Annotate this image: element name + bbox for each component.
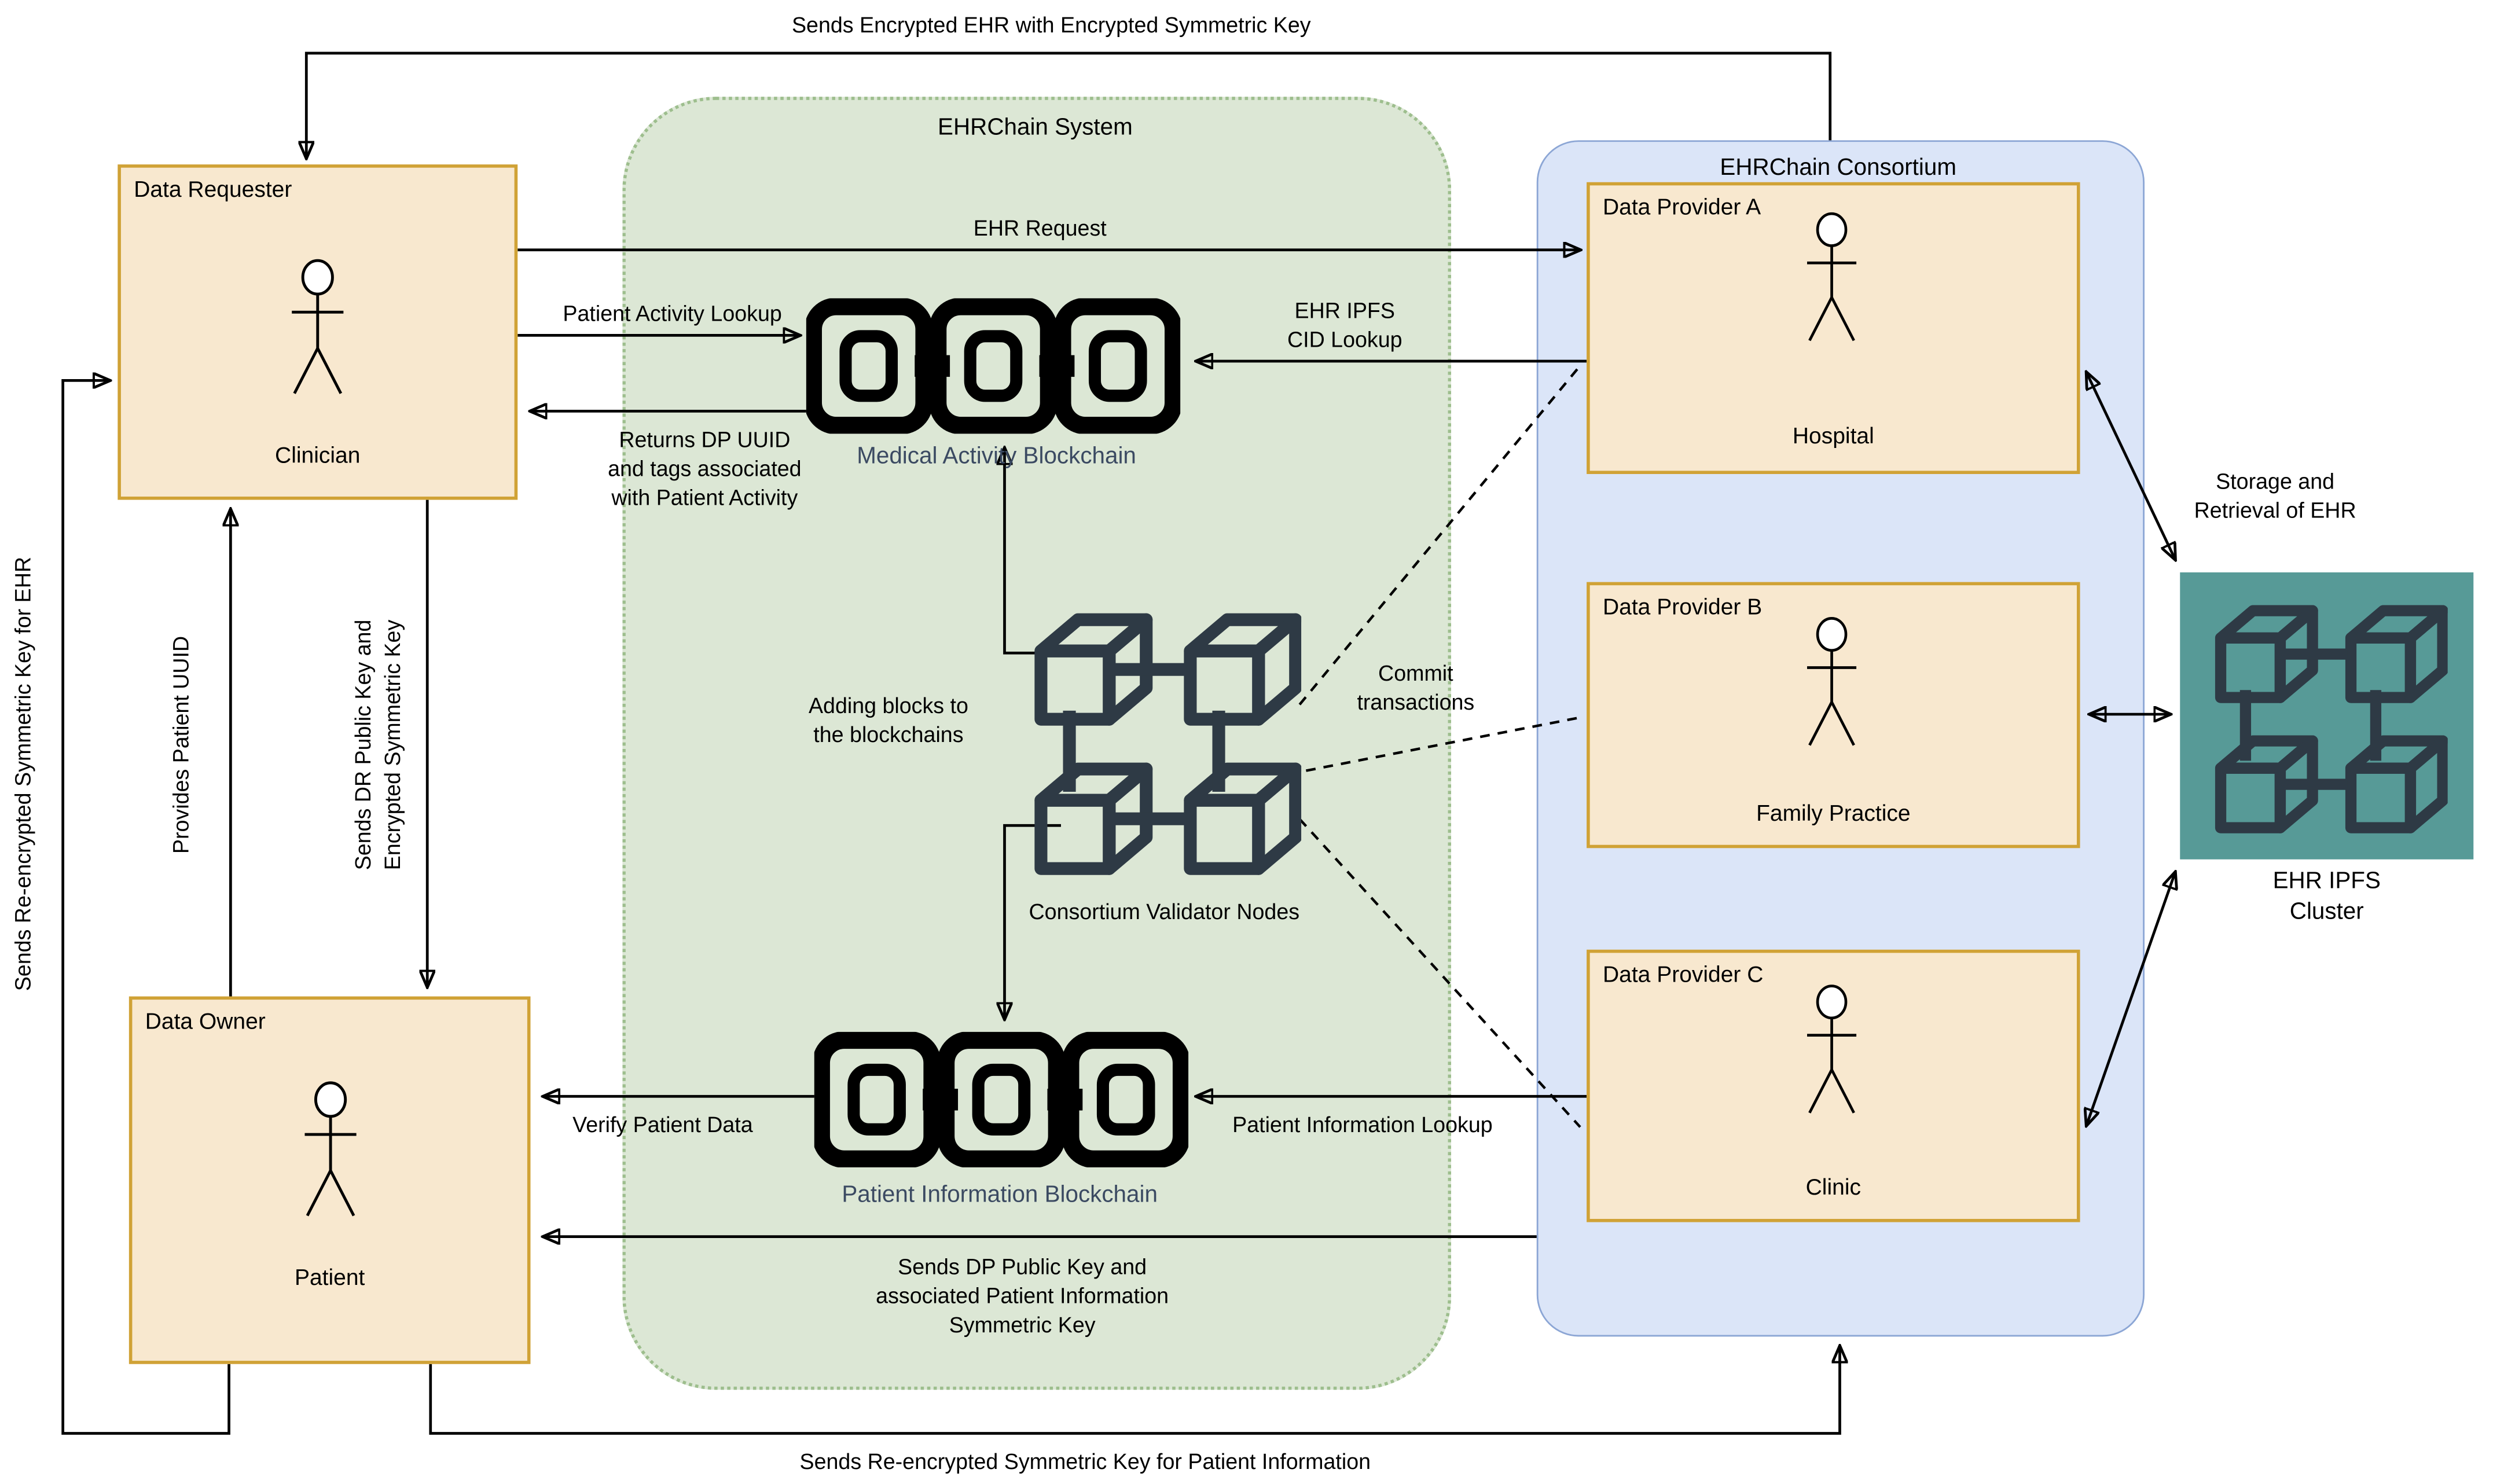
provides-patient-uuid-label: Provides Patient UUID — [169, 636, 193, 854]
patient-activity-lookup-label: Patient Activity Lookup — [563, 302, 782, 326]
arrow-sends-reencrypted-patient-info — [429, 1346, 1840, 1435]
medical-activity-blockchain-caption: Medical Activity Blockchain — [857, 444, 1136, 470]
dashed-commit-provider-b — [1305, 716, 1581, 772]
arrow-sends-reencrypted-ehr — [61, 380, 230, 1435]
bottom-flow-label: Sends Re-encrypted Symmetric Key for Pat… — [799, 1449, 1371, 1474]
data-provider-b-title: Data Provider B — [1602, 593, 1763, 619]
data-requester-role: Clinician — [275, 442, 361, 468]
sends-reencrypted-ehr-label: Sends Re-encrypted Symmetric Key for EHR — [11, 556, 35, 991]
medical-activity-blockchain-icon — [806, 298, 1180, 434]
dashed-commit-provider-a — [1298, 366, 1580, 706]
clinic-stick-figure-icon — [1794, 983, 1868, 1119]
data-owner-box: Data Owner Patient — [128, 996, 531, 1364]
data-provider-c-role: Clinic — [1805, 1173, 1862, 1200]
patient-information-blockchain-icon — [814, 1032, 1188, 1167]
arrow-provider-a-ipfs — [2087, 372, 2175, 559]
commit-transactions-label: Commit transactions — [1357, 661, 1475, 715]
data-owner-role: Patient — [294, 1263, 365, 1290]
data-provider-a-role: Hospital — [1792, 422, 1874, 449]
data-provider-b-role: Family Practice — [1756, 799, 1911, 826]
consortium-validator-nodes-icon — [1024, 600, 1301, 877]
data-requester-title: Data Requester — [134, 175, 292, 202]
arrow-provider-c-ipfs — [2087, 872, 2175, 1125]
consortium-validator-nodes-caption: Consortium Validator Nodes — [1029, 899, 1300, 924]
returns-dp-uuid-label: Returns DP UUID and tags associated with… — [608, 427, 802, 510]
sends-dr-key-label: Sends DR Public Key and Encrypted Symmet… — [351, 619, 405, 870]
sends-dp-key-label: Sends DP Public Key and associated Patie… — [876, 1255, 1169, 1337]
patient-information-lookup-label: Patient Information Lookup — [1232, 1112, 1493, 1137]
storage-retrieval-label: Storage and Retrieval of EHR — [2194, 469, 2356, 523]
verify-patient-data-label: Verify Patient Data — [572, 1112, 753, 1137]
ehr-ipfs-cid-lookup-label: EHR IPFS CID Lookup — [1287, 298, 1402, 352]
adding-blocks-label: Adding blocks to the blockchains — [808, 693, 968, 747]
data-provider-c-title: Data Provider C — [1602, 961, 1764, 987]
ehr-request-label: EHR Request — [973, 216, 1107, 241]
patient-stick-figure-icon — [292, 1080, 369, 1222]
ehr-ipfs-cluster-icon — [2206, 593, 2448, 835]
hospital-stick-figure-icon — [1794, 211, 1868, 347]
consortium-panel-title: EHRChain Consortium — [1720, 155, 1956, 182]
system-panel-title: EHRChain System — [938, 115, 1133, 141]
data-provider-a-title: Data Provider A — [1602, 193, 1761, 219]
top-flow-label: Sends Encrypted EHR with Encrypted Symme… — [791, 13, 1311, 38]
data-owner-title: Data Owner — [145, 1008, 266, 1034]
family-practice-stick-figure-icon — [1794, 616, 1868, 751]
dashed-commit-provider-c — [1298, 818, 1581, 1128]
patient-information-blockchain-caption: Patient Information Blockchain — [842, 1182, 1158, 1208]
arrow-sends-encrypted-ehr — [306, 52, 1832, 158]
ehr-ipfs-cluster-caption: EHR IPFS Cluster — [2272, 869, 2381, 925]
clinician-stick-figure-icon — [279, 258, 357, 400]
